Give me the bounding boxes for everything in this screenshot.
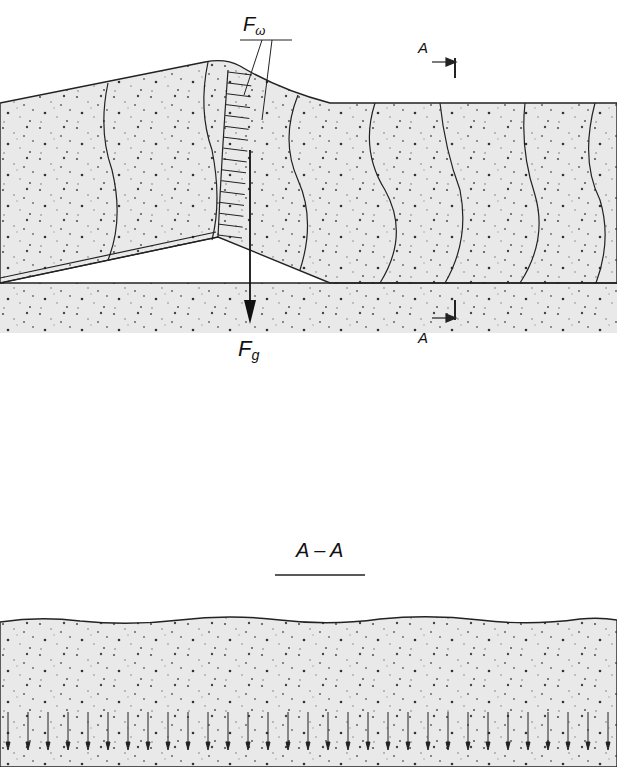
tick-head: [6, 742, 10, 750]
tick-head: [246, 742, 250, 750]
tick-head: [446, 742, 450, 750]
tick-head: [106, 742, 110, 750]
tick-head: [466, 742, 470, 750]
ground-line: [0, 282, 617, 283]
tick-head: [86, 742, 90, 750]
crack-lines: [104, 62, 605, 283]
tick-head: [506, 742, 510, 750]
hatch-line: [223, 159, 247, 162]
hatch-line: [222, 170, 246, 173]
hatch-line: [228, 72, 252, 75]
hatch-line: [227, 94, 251, 97]
tick-head: [566, 742, 570, 750]
hatch-line: [225, 115, 249, 118]
section-title: A – A: [296, 540, 343, 560]
hatch-line: [220, 202, 244, 205]
tick-head: [206, 742, 210, 750]
hatch-line: [221, 181, 245, 184]
hatch-line: [219, 224, 243, 227]
hatch-line: [219, 213, 243, 216]
section-mark: [432, 58, 456, 322]
force-arrow: [249, 150, 251, 305]
tick-head: [226, 742, 230, 750]
tick-head: [346, 742, 350, 750]
tick-head: [366, 742, 370, 750]
hatch-line: [218, 235, 242, 238]
tick-head: [186, 742, 190, 750]
tick-head: [306, 742, 310, 750]
section-letter: A: [418, 40, 428, 55]
tick-head: [126, 742, 130, 750]
section-letter: A: [418, 330, 428, 345]
tick-head: [46, 742, 50, 750]
leader-line: [240, 40, 292, 41]
leader-line: [262, 40, 272, 120]
hatch-line: [223, 148, 247, 151]
hatch-line: [221, 192, 245, 195]
tick-head: [546, 742, 550, 750]
tick-head: [166, 742, 170, 750]
tick-head: [526, 742, 530, 750]
pressure-hatch: [218, 72, 252, 238]
force-label: Fg: [238, 338, 259, 363]
tick-head: [586, 742, 590, 750]
slide-plane: [0, 237, 218, 283]
tick-head: [606, 742, 610, 750]
tick-head: [386, 742, 390, 750]
tick-head: [66, 742, 70, 750]
layer: [0, 61, 617, 283]
slide-plane: [0, 232, 216, 278]
force-label: Fω: [243, 14, 265, 37]
leader-line: [244, 40, 262, 95]
tick-head: [406, 742, 410, 750]
tick-head: [486, 742, 490, 750]
tick-head: [266, 742, 270, 750]
title-underline: [275, 574, 365, 575]
ground: [0, 283, 617, 333]
hatch-line: [224, 137, 248, 140]
section-ticks: [6, 712, 610, 750]
section-layer: [0, 617, 617, 767]
tick-head: [146, 742, 150, 750]
tick-head: [286, 742, 290, 750]
arrow-head: [244, 300, 256, 324]
tick-head: [326, 742, 330, 750]
tick-head: [26, 742, 30, 750]
hatch-line: [225, 126, 249, 129]
tick-head: [426, 742, 430, 750]
hatch-line: [226, 105, 250, 108]
